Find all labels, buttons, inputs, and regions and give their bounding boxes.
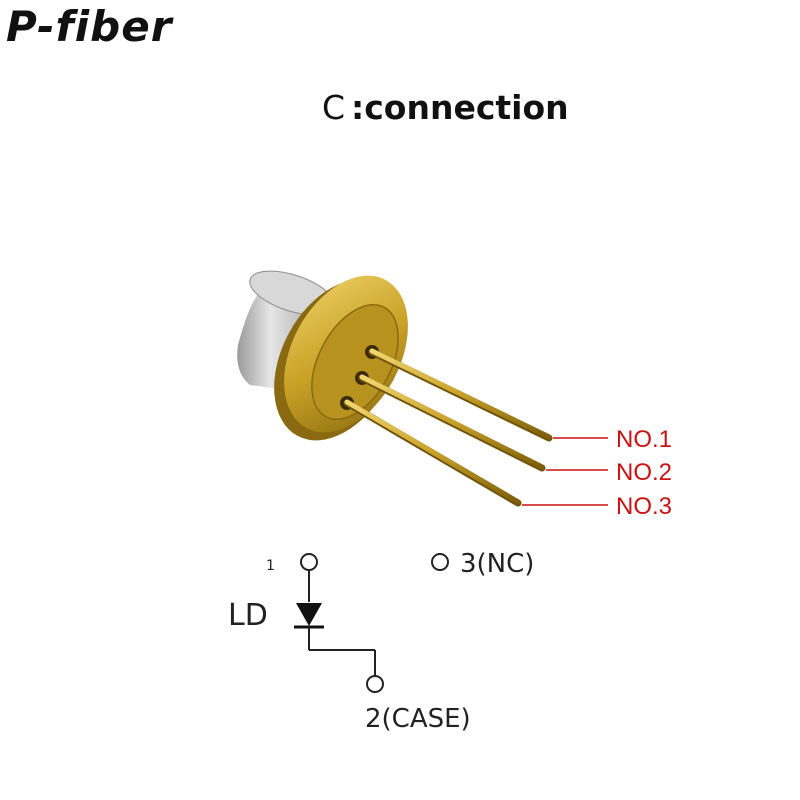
- pinout-schematic: 1 LD 2(CASE) 3(NC): [228, 549, 534, 734]
- laser-diode-package: [237, 270, 553, 507]
- pin-3-label: 3(NC): [460, 549, 534, 579]
- pin-3-label: NO.3: [616, 493, 672, 520]
- pin-2-label: 2(CASE): [365, 704, 471, 734]
- pin-3-terminal: [431, 553, 449, 571]
- ld-label: LD: [228, 598, 268, 633]
- pin-2: [359, 374, 545, 470]
- pin-labels: NO.1 NO.2 NO.3: [522, 426, 672, 520]
- pin-2-terminal: [366, 675, 384, 693]
- pin-3: [344, 399, 521, 505]
- pin-1-number: 1: [266, 558, 275, 574]
- page-heading: C:connection: [322, 88, 569, 127]
- pin-1-label: NO.1: [616, 426, 672, 453]
- heading-text: :connection: [351, 88, 569, 127]
- pin-2-label: NO.2: [616, 459, 672, 486]
- heading-symbol: C: [322, 88, 346, 127]
- pin-1-terminal: [300, 553, 318, 571]
- gold-flange: [274, 275, 408, 441]
- brand-logo: P-fiber: [6, 2, 173, 51]
- diode-triangle: [296, 603, 322, 626]
- pin-1: [369, 348, 552, 440]
